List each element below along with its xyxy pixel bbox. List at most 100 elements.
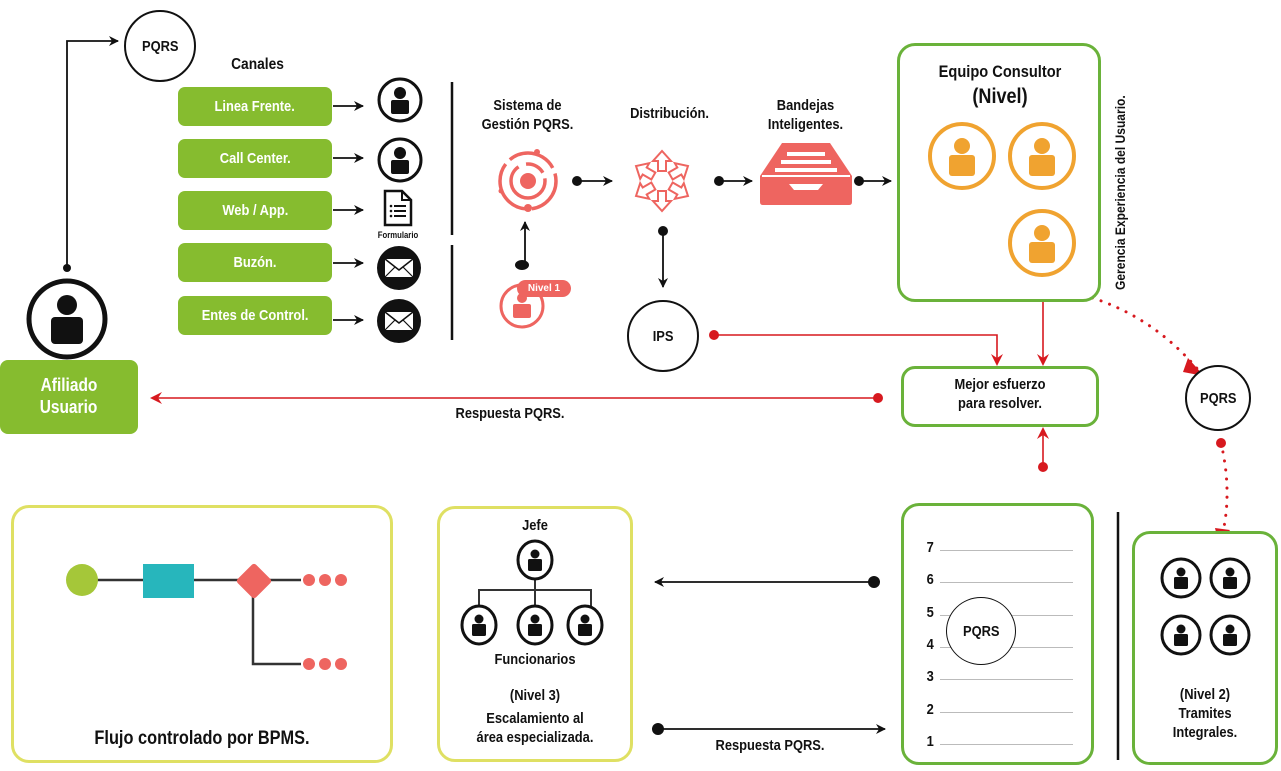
staff-person-icon <box>566 604 604 646</box>
level-number: 7 <box>926 539 934 556</box>
flow-dot <box>319 658 331 670</box>
level-line <box>940 550 1073 551</box>
envelope-icon <box>377 246 421 290</box>
org-chart <box>460 539 604 646</box>
flow-dot <box>319 574 331 586</box>
form-document-icon <box>383 189 413 227</box>
distribution-arrows-icon <box>634 149 690 213</box>
ips-label: IPS <box>652 327 674 345</box>
channel-arrows <box>333 101 364 325</box>
flow-gateway-diamond <box>236 563 272 599</box>
channel-label: Entes de Control. <box>201 307 309 324</box>
staff-label: Funcionarios <box>494 651 576 668</box>
flow-branch-line <box>251 580 301 666</box>
nivel2-team-icons <box>1160 557 1251 656</box>
ips-circle: IPS <box>627 300 699 372</box>
form-caption: Formulario <box>377 230 419 240</box>
channel-entes-de-control[interactable]: Entes de Control. <box>178 296 332 335</box>
bpms-flow-diagram <box>66 563 347 670</box>
user-box: Afiliado Usuario <box>0 360 138 434</box>
user-avatar-icon <box>26 278 108 360</box>
channel-web-app[interactable]: Web / App. <box>178 191 332 230</box>
channel-label: Call Center. <box>219 150 291 167</box>
channel-label: Linea Frente. <box>214 98 296 115</box>
system-to-distribution-connector <box>572 176 613 186</box>
flow-dot <box>335 574 347 586</box>
level-number: 6 <box>926 571 934 589</box>
user-to-pqrs-connector <box>63 36 119 272</box>
nivel3-level-label: (Nivel 3) <box>509 687 561 704</box>
staff-person-icon <box>516 604 554 646</box>
staff-person-icon <box>460 604 498 646</box>
boss-label: Jefe <box>522 517 548 534</box>
consultant-icon <box>928 122 996 190</box>
levels-pqrs-label: PQRS <box>962 622 1000 640</box>
level-line <box>940 711 1073 713</box>
ips-to-best-effort-connector <box>709 330 1003 366</box>
team-person-icon <box>1209 614 1251 656</box>
flow-start-circle <box>66 564 98 596</box>
level-line <box>940 743 1073 745</box>
level-number: 5 <box>926 603 934 621</box>
consultor-to-pqrs-dotted-connector <box>1046 286 1202 374</box>
person-icon <box>377 77 423 123</box>
distribution-to-ips-connector <box>658 226 668 288</box>
target-system-icon <box>498 149 558 212</box>
consultant-icon <box>1008 122 1076 190</box>
user-label: Usuario <box>40 397 98 417</box>
channel-label: Buzón. <box>233 254 277 271</box>
bpms-box <box>11 505 393 763</box>
channels-title: Canales <box>231 56 284 73</box>
response-label-top: Respuesta PQRS. <box>455 405 565 422</box>
team-person-icon <box>1209 557 1251 599</box>
channel-label: Web / App. <box>222 202 288 219</box>
flow-dot <box>335 658 347 670</box>
pqrs-to-nivel2-dotted-connector <box>1219 441 1229 534</box>
consultor-title: Equipo Consultor <box>938 62 1062 81</box>
flow-dot <box>303 658 315 670</box>
consultor-subtitle: (Nivel) <box>972 85 1028 108</box>
team-person-icon <box>1160 614 1202 656</box>
level-number: 1 <box>926 732 934 750</box>
best-effort-box <box>901 366 1099 427</box>
channel-linea-frente[interactable]: Linea Frente. <box>178 87 332 126</box>
nivel1-to-system-connector <box>515 221 530 270</box>
pqrs-right-label: PQRS <box>1199 389 1237 407</box>
level-line <box>940 679 1073 681</box>
bpms-caption: Flujo controlado por BPMS. <box>94 728 310 749</box>
person-icon <box>377 137 423 183</box>
level-number: 4 <box>926 635 934 653</box>
user-label: Afiliado <box>40 375 98 396</box>
distribution-to-trays-connector <box>714 176 753 186</box>
envelope-icon <box>377 299 421 343</box>
flow-task-rect <box>143 564 194 598</box>
team-person-icon <box>1160 557 1202 599</box>
consultant-icon <box>1008 209 1076 277</box>
level-number: 3 <box>926 668 934 686</box>
department-side-label: Gerencia Experiencia del Usuario. <box>1112 95 1128 290</box>
level-line <box>940 582 1073 584</box>
distribution-label: Distribución. <box>630 105 709 122</box>
levels-pqrs-circle: PQRS <box>946 597 1016 665</box>
nivel1-badge: Nivel 1 <box>517 280 571 297</box>
response-label-bottom: Respuesta PQRS. <box>715 737 825 754</box>
nivel3-to-levels-connector <box>652 723 886 735</box>
flow-dot <box>303 574 315 586</box>
levels-to-best-effort-connector <box>1037 427 1049 472</box>
channel-buzon[interactable]: Buzón. <box>178 243 332 282</box>
pqrs-circle-label: PQRS <box>141 37 179 55</box>
level-number: 2 <box>926 700 934 718</box>
best-effort-to-user-connector <box>150 392 883 404</box>
levels-to-nivel3-connector <box>654 576 880 588</box>
inbox-tray-icon <box>760 143 852 205</box>
channel-call-center[interactable]: Call Center. <box>178 139 332 178</box>
pqrs-right-circle: PQRS <box>1185 365 1251 431</box>
pqrs-circle: PQRS <box>124 10 196 82</box>
trays-to-consultor-connector <box>854 176 892 186</box>
